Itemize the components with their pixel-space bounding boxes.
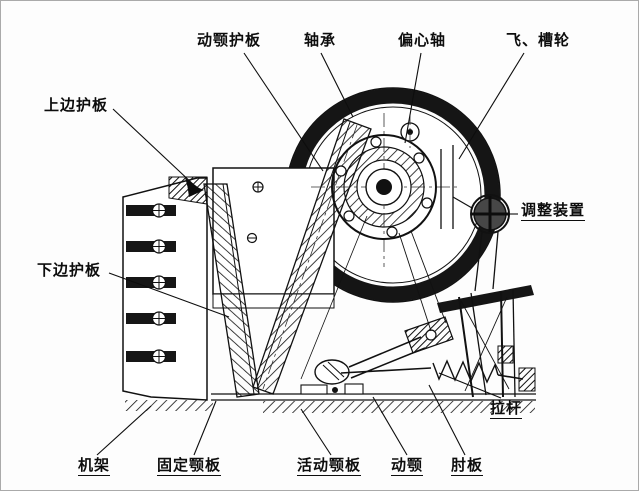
label-adjustment-device: 调整装置 bbox=[521, 201, 586, 221]
label-eccentric-shaft: 偏心轴 bbox=[398, 31, 447, 49]
adjustment-device-shape bbox=[437, 194, 534, 398]
label-fixed-jaw-plate: 固定颚板 bbox=[157, 456, 222, 476]
base-ground bbox=[125, 383, 536, 413]
label-bearing: 轴承 bbox=[304, 31, 337, 49]
tension-rod-shape bbox=[340, 359, 536, 392]
label-moving-jaw: 动颚 bbox=[391, 456, 424, 476]
label-movable-jaw-plate: 活动颚板 bbox=[297, 456, 362, 476]
label-lower-side-guard: 下边护板 bbox=[37, 261, 102, 279]
leader-lines bbox=[96, 52, 525, 456]
label-flywheel-sheave: 飞、槽轮 bbox=[506, 31, 571, 49]
bearing-assembly bbox=[311, 113, 473, 267]
label-upper-side-guard: 上边护板 bbox=[44, 96, 109, 114]
frame-structure bbox=[122, 176, 208, 401]
label-tension-rod: 拉杆 bbox=[490, 399, 523, 419]
frame-ribs bbox=[126, 203, 176, 364]
label-frame: 机架 bbox=[78, 456, 111, 476]
label-toggle-plate: 肘板 bbox=[451, 456, 484, 476]
label-moving-jaw-guard: 动颚护板 bbox=[197, 31, 262, 49]
